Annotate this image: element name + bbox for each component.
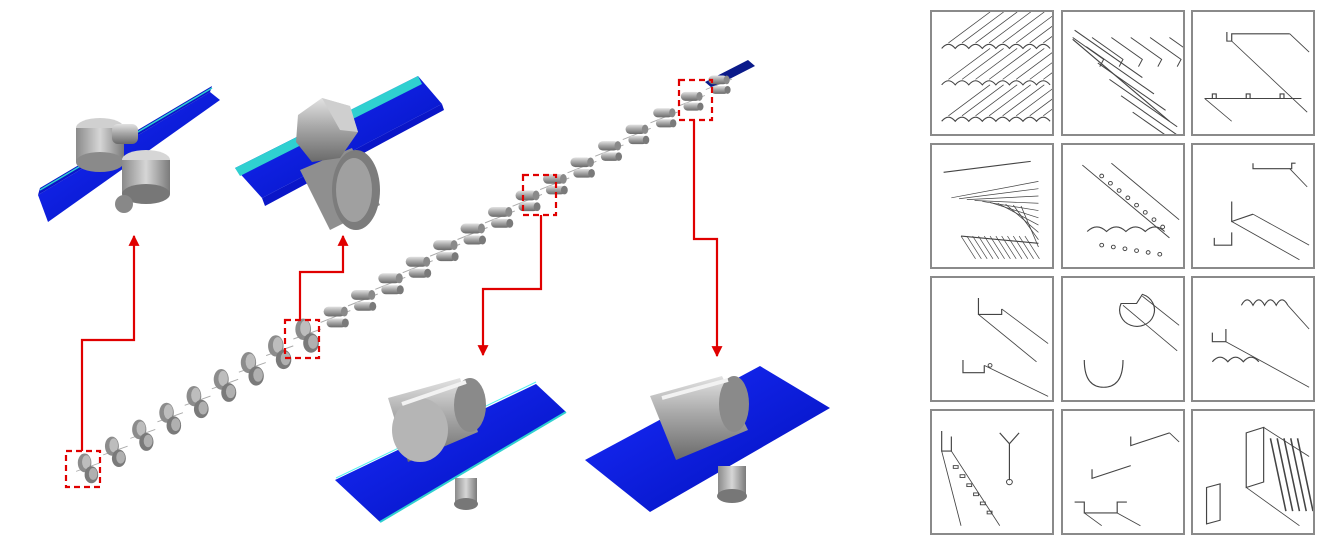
profile-drawing xyxy=(943,160,1040,259)
roll-lower-small xyxy=(454,478,478,510)
profile-drawing xyxy=(1072,29,1183,134)
profile-drawing xyxy=(941,12,1052,123)
highlight-stand-3 xyxy=(521,173,558,217)
roll-wide-2 xyxy=(650,376,749,460)
forming-stand xyxy=(238,351,266,386)
profile-tile-hat-channel xyxy=(1061,409,1185,535)
forming-stand xyxy=(567,157,597,178)
roll-lower-2 xyxy=(717,466,747,503)
forming-stand xyxy=(75,453,101,484)
profile-drawing xyxy=(1074,432,1180,527)
profile-drawing xyxy=(962,298,1049,397)
arrow-to-detail-3 xyxy=(477,215,543,357)
forming-stand xyxy=(184,385,211,419)
forming-stand xyxy=(293,318,321,353)
forming-stand xyxy=(457,223,488,245)
profile-tile-box-section-with-slots xyxy=(1191,409,1315,535)
forming-stand xyxy=(650,108,678,128)
roll-lower xyxy=(115,150,170,213)
profile-tile-ribbed-wall-panel xyxy=(930,143,1054,269)
profile-drawing xyxy=(1213,162,1310,261)
forming-stand xyxy=(375,273,406,295)
profile-tile-roof-tile-panel xyxy=(1061,10,1185,136)
forming-stand xyxy=(402,256,433,278)
highlight-stand-1 xyxy=(64,449,102,489)
forming-stand xyxy=(512,190,543,212)
forming-stand xyxy=(103,436,128,468)
profile-tile-z-purlin xyxy=(1191,143,1315,269)
highlight-stand-4 xyxy=(677,78,714,122)
forming-stand xyxy=(677,91,706,111)
connector-arrows xyxy=(80,120,723,451)
profile-drawing xyxy=(1204,32,1310,122)
detail-stand-4 xyxy=(585,366,830,512)
forming-line xyxy=(75,60,755,484)
profile-tile-corrugated-wave-sheet xyxy=(930,10,1054,136)
arrow-to-detail-2 xyxy=(298,234,349,320)
forming-stand xyxy=(484,207,515,228)
roll-upper xyxy=(76,118,138,172)
forming-stand xyxy=(130,419,156,451)
profile-tile-c-channel xyxy=(930,276,1054,402)
roll-wide xyxy=(388,378,486,462)
profile-drawing xyxy=(1083,293,1180,388)
profile-tile-round-tube-seam xyxy=(1061,276,1185,402)
forming-stand xyxy=(265,335,294,370)
roll-conical xyxy=(300,148,380,230)
roll-upper-large xyxy=(296,98,358,162)
forming-stand xyxy=(622,124,651,145)
highlight-stand-2 xyxy=(283,318,321,360)
forming-stand xyxy=(705,75,733,94)
profile-tile-trapezoidal-deck xyxy=(1191,10,1315,136)
forming-stand xyxy=(211,369,239,402)
profile-drawing xyxy=(1205,426,1313,527)
highlight-boxes xyxy=(64,78,714,489)
sheet-flat-1 xyxy=(335,384,566,522)
forming-stand xyxy=(429,240,461,262)
profile-drawing xyxy=(1082,162,1180,257)
detail-stand-1 xyxy=(38,86,220,222)
forming-stand xyxy=(320,306,351,328)
profile-tile-omega-deck xyxy=(1191,276,1315,402)
profile-drawing xyxy=(941,431,1020,526)
detail-stand-3 xyxy=(335,378,567,523)
detail-stand-2 xyxy=(235,76,444,230)
forming-stand xyxy=(347,290,378,311)
forming-stand xyxy=(539,174,570,195)
profile-tile-perforated-deck xyxy=(1061,143,1185,269)
arrow-to-detail-1 xyxy=(80,234,140,451)
profile-tile-slotted-rack-upright xyxy=(930,409,1054,535)
forming-stand xyxy=(595,141,624,161)
forming-stand xyxy=(157,402,184,435)
arrow-to-detail-4 xyxy=(692,120,723,358)
profile-drawing xyxy=(1211,299,1310,388)
